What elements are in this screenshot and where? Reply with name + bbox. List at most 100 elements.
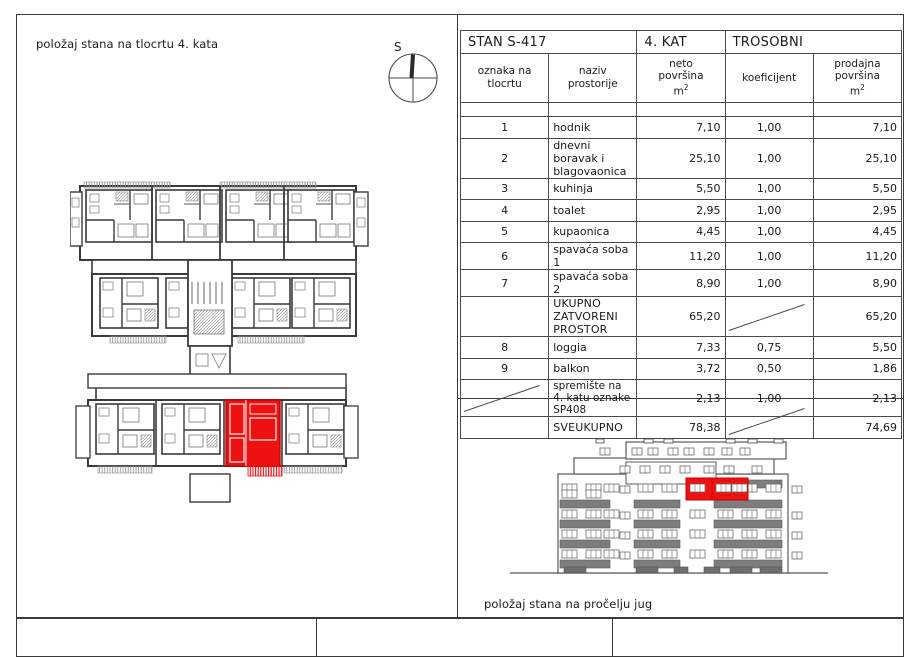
subtotal-label: UKUPNO ZATVORENI PROSTOR xyxy=(548,296,638,337)
header-net-line3: m xyxy=(673,85,684,98)
header-sale-line2: površina xyxy=(834,70,880,83)
room-sale-area: 25,10 xyxy=(812,137,903,179)
room-sale-area: 5,50 xyxy=(812,336,903,359)
total-number xyxy=(459,416,550,439)
room-sale-area: 2,95 xyxy=(812,199,903,222)
table-row: spremište na 4. katu oznake SP408 2,13 1… xyxy=(459,379,903,417)
room-coefficient: 1,00 xyxy=(724,379,814,417)
room-coefficient: 1,00 xyxy=(724,177,814,200)
table-row: 3 kuhinja 5,50 1,00 5,50 xyxy=(459,177,903,200)
subtotal-net-area: 65,20 xyxy=(636,296,726,337)
room-net-area: 3,72 xyxy=(636,357,726,380)
compass-rose: S xyxy=(382,40,444,106)
header-sale-line1: prodajna xyxy=(834,57,881,70)
total-label: SVEUKUPNO xyxy=(548,416,638,439)
table-row: 6 spavaća soba 1 11,20 1,00 11,20 xyxy=(459,242,903,270)
type-label: TROSOBNI xyxy=(724,30,903,54)
room-number: 3 xyxy=(459,177,550,200)
room-sale-area: 5,50 xyxy=(812,177,903,200)
room-number: 5 xyxy=(459,220,550,243)
room-number: 7 xyxy=(459,269,550,297)
room-net-area: 25,10 xyxy=(636,137,726,179)
room-sale-area: 2,13 xyxy=(812,379,903,417)
total-sale-area: 74,69 xyxy=(812,416,903,439)
room-number xyxy=(459,379,550,417)
subtotal-row: UKUPNO ZATVORENI PROSTOR 65,20 65,20 xyxy=(459,296,903,337)
header-net-sup: 2 xyxy=(683,83,689,93)
title-block xyxy=(16,618,904,657)
title-block-divider-2 xyxy=(612,618,613,657)
spacer-cell-3 xyxy=(636,102,726,117)
room-net-area: 2,95 xyxy=(636,199,726,222)
room-net-area: 7,33 xyxy=(636,336,726,359)
spacer-cell-1 xyxy=(459,102,550,117)
table-row: 2 dnevni boravak i blagovaonica 25,10 1,… xyxy=(459,137,903,179)
room-name: balkon xyxy=(548,357,638,380)
header-net-area: neto površina m2 xyxy=(636,53,726,103)
header-net-line1: neto xyxy=(669,57,693,70)
room-net-area: 2,13 xyxy=(636,379,726,417)
header-mark: oznaka na tlocrtu xyxy=(459,53,550,103)
subtotal-sale-area: 65,20 xyxy=(812,296,903,337)
room-name: spremište na 4. katu oznake SP408 xyxy=(548,379,638,417)
compass-north-label: S xyxy=(394,40,402,54)
header-coefficient: koeficijent xyxy=(724,53,814,103)
room-sale-area: 1,86 xyxy=(812,357,903,380)
subtotal-coefficient xyxy=(724,296,814,337)
spacer-cell-5 xyxy=(812,102,903,117)
table-row: 5 kupaonica 4,45 1,00 4,45 xyxy=(459,220,903,243)
header-name: naziv prostorije xyxy=(548,53,638,103)
room-sale-area: 7,10 xyxy=(812,116,903,139)
facade-elevation-drawing xyxy=(508,428,830,590)
title-block-divider-1 xyxy=(316,618,317,657)
spacer-cell-2 xyxy=(548,102,638,117)
table-row: 8 loggia 7,33 0,75 5,50 xyxy=(459,336,903,359)
room-number: 9 xyxy=(459,357,550,380)
room-coefficient: 1,00 xyxy=(724,199,814,222)
apartment-specification-table: STAN S-417 4. KAT TROSOBNI oznaka na tlo… xyxy=(459,30,903,439)
table-row: 9 balkon 3,72 0,50 1,86 xyxy=(459,357,903,380)
room-name: kupaonica xyxy=(548,220,638,243)
header-sale-line3: m xyxy=(849,85,861,98)
floor-label: 4. KAT xyxy=(636,30,726,54)
room-number: 8 xyxy=(459,336,550,359)
table-row: 7 spavaća soba 2 8,90 1,00 8,90 xyxy=(459,269,903,297)
total-row: SVEUKUPNO 78,38 74,69 xyxy=(459,416,903,439)
header-mark-line2: tlocrtu xyxy=(487,78,522,90)
header-sale-area: prodajna površina m2 xyxy=(812,53,903,103)
room-coefficient: 1,00 xyxy=(724,269,814,297)
table-title-row: STAN S-417 4. KAT TROSOBNI xyxy=(459,30,903,54)
room-coefficient: 1,00 xyxy=(724,242,814,270)
drawing-frame xyxy=(16,14,904,618)
room-name: toalet xyxy=(548,199,638,222)
header-name-line2: prostorije xyxy=(567,78,618,90)
table-row: 1 hodnik 7,10 1,00 7,10 xyxy=(459,116,903,139)
room-coefficient: 0,50 xyxy=(724,357,814,380)
room-net-area: 11,20 xyxy=(636,242,726,270)
floor-plan-drawing xyxy=(69,178,388,512)
room-sale-area: 11,20 xyxy=(812,242,903,270)
highlighted-apartment-facade xyxy=(685,477,749,501)
room-name: dnevni boravak i blagovaonica xyxy=(548,137,638,179)
room-net-area: 4,45 xyxy=(636,220,726,243)
room-coefficient: 1,00 xyxy=(724,116,814,139)
room-coefficient: 1,00 xyxy=(724,220,814,243)
room-sale-area: 4,45 xyxy=(812,220,903,243)
table-spacer-row xyxy=(459,102,903,117)
facade-caption: položaj stana na pročelju jug xyxy=(484,597,653,611)
room-name: loggia xyxy=(548,336,638,359)
room-name: spavaća soba 1 xyxy=(548,242,638,270)
header-name-line1: naziv xyxy=(578,65,607,78)
header-sale-sup: 2 xyxy=(860,83,865,93)
room-name: spavaća soba 2 xyxy=(548,269,638,297)
table-header-row: oznaka na tlocrtu naziv prostorije neto … xyxy=(459,53,903,103)
room-coefficient: 0,75 xyxy=(724,336,814,359)
apartment-label: STAN S-417 xyxy=(459,30,638,54)
room-net-area: 5,50 xyxy=(636,177,726,200)
total-net-area: 78,38 xyxy=(636,416,726,439)
header-net-line2: površina xyxy=(658,70,704,83)
room-sale-area: 8,90 xyxy=(812,269,903,297)
room-number: 1 xyxy=(459,116,550,139)
highlighted-apartment-plan xyxy=(225,399,283,477)
